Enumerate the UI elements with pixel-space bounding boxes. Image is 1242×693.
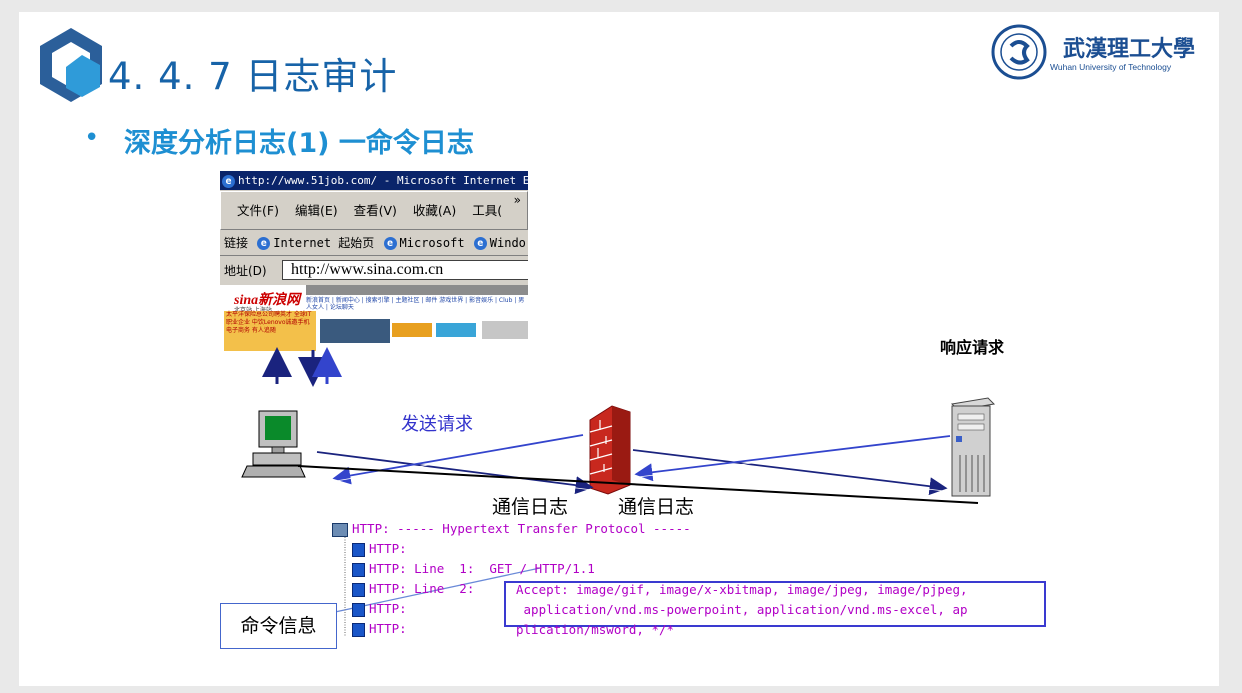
links-label: 链接 bbox=[224, 236, 249, 250]
label-send-request: 发送请求 bbox=[401, 414, 473, 435]
server-icon bbox=[950, 397, 996, 497]
chevron-right-icon[interactable]: » bbox=[513, 193, 521, 207]
request-arrow-firewall-to-server bbox=[632, 449, 948, 496]
university-seal-icon bbox=[991, 24, 1047, 80]
sina-top-bar bbox=[306, 285, 528, 295]
bullet-heading: 深度分析日志(1) 一命令日志 bbox=[124, 128, 474, 159]
address-label: 地址(D) bbox=[224, 264, 267, 278]
command-info-callout: 命令信息 bbox=[220, 603, 337, 649]
tree-row[interactable]: HTTP: Line 2: bbox=[352, 580, 474, 598]
university-name: 武漢理工大學 bbox=[1063, 36, 1196, 62]
tree-row[interactable]: HTTP: bbox=[352, 600, 407, 618]
tree-row-header[interactable]: HTTP: ----- Hypertext Transfer Protocol … bbox=[332, 520, 691, 538]
sina-banner-3[interactable] bbox=[436, 323, 476, 337]
browser-menu-bar: 文件(F) 编辑(E) 查看(V) 收藏(A) 工具( » bbox=[220, 191, 528, 230]
sina-banner-2[interactable] bbox=[392, 323, 432, 337]
address-input[interactable] bbox=[282, 260, 528, 280]
label-response-request: 响应请求 bbox=[940, 338, 1005, 357]
sina-banner-1[interactable] bbox=[320, 319, 390, 343]
document-icon bbox=[352, 582, 365, 597]
firewall-icon bbox=[589, 405, 631, 495]
menu-file[interactable]: 文件(F) bbox=[237, 203, 279, 218]
link-windows[interactable]: Windo bbox=[489, 236, 526, 250]
browser-title-text: http://www.51job.com/ - Microsoft Intern… bbox=[238, 174, 528, 187]
accept-highlight-box bbox=[504, 581, 1046, 627]
ie-icon: e bbox=[222, 174, 235, 188]
menu-view[interactable]: 查看(V) bbox=[353, 203, 397, 218]
sina-logo: sina新浪网 bbox=[234, 293, 301, 308]
response-arrow-server-to-firewall bbox=[634, 435, 951, 482]
menu-favorites[interactable]: 收藏(A) bbox=[412, 203, 457, 218]
link-internet-start[interactable]: Internet 起始页 bbox=[273, 236, 375, 250]
university-english-name: Wuhan University of Technology bbox=[1050, 62, 1172, 72]
sina-page-preview: sina新浪网 北京站 上海站 新浪首页 | 新闻中心 | 搜索引擎 | 主题社… bbox=[220, 285, 528, 351]
browser-address-bar: 地址(D) bbox=[220, 258, 528, 284]
accept-line-2: application/vnd.ms-powerpoint, applicati… bbox=[516, 602, 968, 617]
page-title: 4. 4. 7 日志审计 bbox=[108, 55, 398, 98]
link-microsoft[interactable]: Microsoft bbox=[399, 236, 465, 250]
tree-row-text: HTTP: bbox=[369, 601, 407, 616]
document-icon bbox=[352, 562, 365, 577]
request-arrow-pc-to-firewall bbox=[316, 451, 594, 495]
document-icon bbox=[352, 602, 365, 617]
tree-row-text: HTTP: Line 2: bbox=[369, 581, 475, 596]
command-callout-line bbox=[334, 567, 541, 613]
tree-row-header-text: HTTP: ----- Hypertext Transfer Protocol … bbox=[352, 521, 691, 536]
hexagon-logo-icon bbox=[40, 28, 102, 102]
document-icon bbox=[352, 542, 365, 557]
tree-row-text: HTTP: bbox=[369, 621, 407, 636]
sina-nav[interactable]: 新浪首页 | 新闻中心 | 搜索引擎 | 主题社区 | 邮件 游戏世界 | 影音… bbox=[306, 297, 525, 311]
accept-line-3: plication/msword, */* bbox=[516, 622, 675, 637]
tree-row-text: HTTP: bbox=[369, 541, 407, 556]
bullet-dot: • bbox=[84, 123, 100, 153]
document-icon bbox=[352, 622, 365, 637]
menu-tools[interactable]: 工具( bbox=[472, 203, 503, 218]
sina-site-links[interactable]: 北京站 上海站 bbox=[234, 305, 272, 314]
label-comm-log-2: 通信日志 bbox=[618, 496, 695, 518]
sina-side-ads[interactable]: 太平洋保险总公司聘英才 全球IT职业企业 中饮Lenovo诚邀手机 电子商务 有… bbox=[224, 311, 316, 351]
label-comm-log-1: 通信日志 bbox=[492, 496, 569, 518]
ie-icon: e bbox=[473, 237, 487, 250]
baseline-pc-to-server bbox=[297, 465, 979, 504]
accept-line-1: Accept: image/gif, image/x-xbitmap, imag… bbox=[516, 582, 968, 597]
packet-tree: HTTP: ----- Hypertext Transfer Protocol … bbox=[332, 517, 1042, 647]
tree-row-text: HTTP: Line 1: GET / HTTP/1.1 bbox=[369, 561, 595, 576]
tree-row[interactable]: HTTP: Line 1: GET / HTTP/1.1 bbox=[352, 560, 595, 578]
tree-row[interactable]: HTTP: bbox=[352, 540, 407, 558]
menu-edit[interactable]: 编辑(E) bbox=[294, 203, 338, 218]
computer-icon bbox=[241, 410, 306, 478]
slide bbox=[19, 12, 1219, 686]
sina-banner-4[interactable] bbox=[482, 321, 528, 339]
network-node-icon bbox=[332, 522, 348, 537]
tree-row[interactable]: HTTP: bbox=[352, 620, 407, 638]
ie-icon: e bbox=[257, 237, 271, 250]
ie-icon: e bbox=[383, 237, 397, 250]
